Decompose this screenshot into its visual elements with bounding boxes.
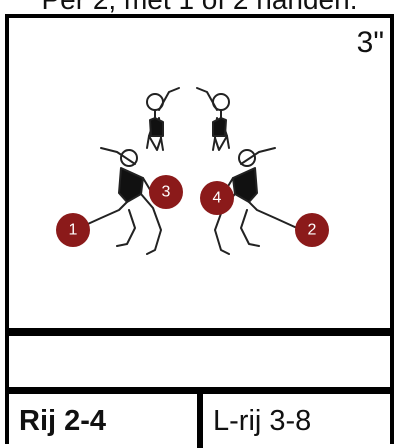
notes-row [9,336,390,387]
marker-2-label: 2 [308,222,317,239]
exercise-card: 1 2 3 4 3" Rij 2-4 L-rij 3-8 [5,14,394,444]
divider-bottom [9,387,390,394]
right-figures [197,88,297,254]
marker-3-label: 3 [162,184,171,201]
marker-2: 2 [295,213,329,247]
divider-top [9,328,390,336]
footer-left-text: Rij 2-4 [9,394,197,448]
marker-4: 4 [200,181,234,215]
marker-3: 3 [149,175,183,209]
duration-label: 3" [357,26,384,60]
footer-row: Rij 2-4 L-rij 3-8 [9,394,390,448]
dancers-illustration: 1 2 3 4 [9,18,390,328]
figure-panel: 1 2 3 4 3" [9,18,390,328]
header-text: Per 2, met 1 of 2 handen. [0,0,399,14]
marker-4-label: 4 [213,190,222,207]
footer-right-text: L-rij 3-8 [203,394,390,448]
left-figures [79,88,179,254]
marker-1-label: 1 [69,222,78,239]
marker-1: 1 [56,213,90,247]
